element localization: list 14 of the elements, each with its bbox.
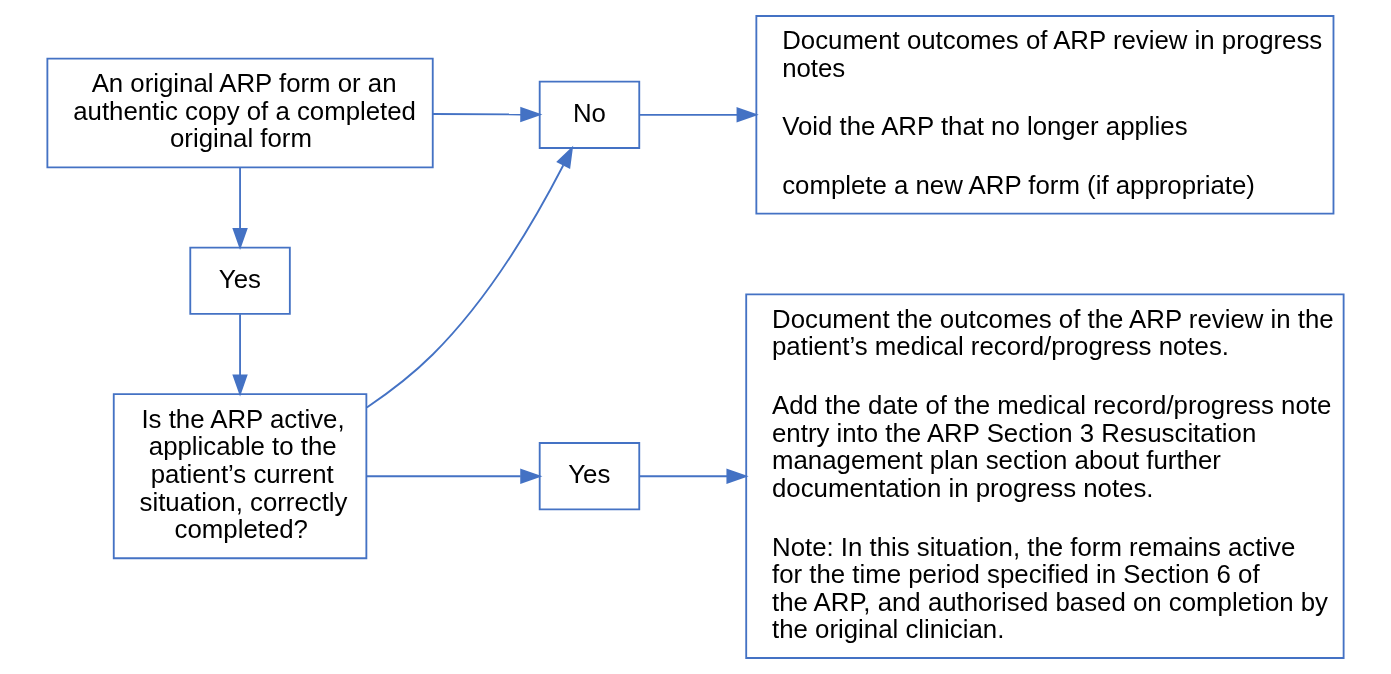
node-box: An original ARP form or an authentic copy of a completed original form xyxy=(46,57,434,169)
arrow xyxy=(365,468,543,484)
node-box: Document the outcomes of the ARP review in the patient’s medical record/progress notes. Add the date of the medical record/progress note entry into the ARP Section 3 Resuscitation management plan section about further documentation in progress notes. Note: In this situation, the form remains active for the time period specified in Section 6 of the ARP, and authorised based on completion by the original clinician. xyxy=(745,293,1345,659)
arrow xyxy=(432,106,543,123)
node-box: Yes xyxy=(189,246,291,315)
node-box: No xyxy=(538,80,641,149)
node-box: Document outcomes of ARP review in progress notes Void the ARP that no longer applies complete a new ARP form (if appropriate) xyxy=(755,15,1335,215)
arrow xyxy=(365,145,574,409)
node-box: Is the ARP active, applicable to the patient’s current situation, correctly completed? xyxy=(112,393,368,560)
arrow xyxy=(638,468,749,484)
arrow xyxy=(232,313,248,397)
arrow xyxy=(232,166,248,251)
node-box: Yes xyxy=(538,442,641,511)
arrow xyxy=(638,107,759,123)
